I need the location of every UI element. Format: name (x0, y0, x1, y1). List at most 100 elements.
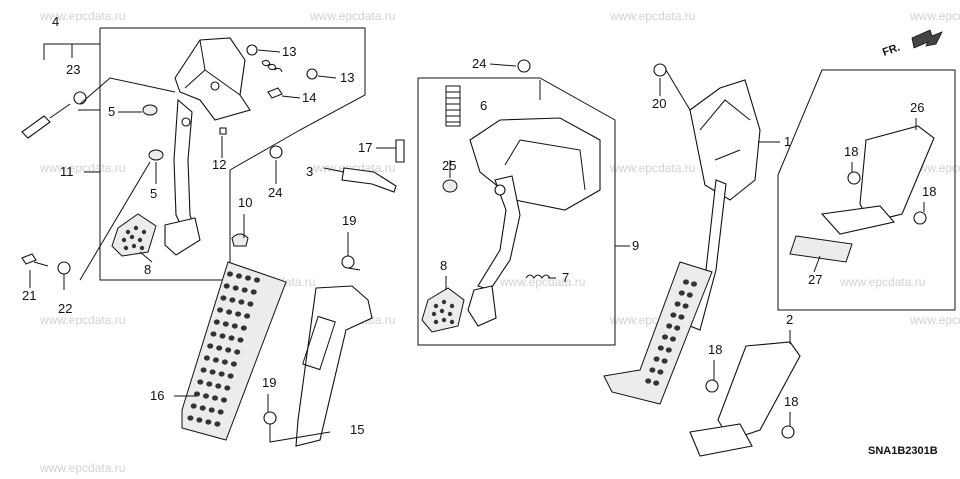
pad-dot (228, 335, 235, 341)
callout-11: 11 (60, 164, 74, 179)
pad-dot (199, 405, 206, 411)
pad-dot (645, 378, 652, 384)
pad-dot (214, 421, 221, 427)
brake-group-outline (99, 27, 366, 281)
callout-5: 5 (108, 104, 115, 119)
brake-pedal-pad (111, 213, 157, 257)
pad-dot (231, 323, 238, 329)
pad-dot (244, 313, 251, 319)
callout-21: 21 (22, 288, 36, 303)
accelerator-pad-large (181, 261, 287, 441)
callout-5: 5 (150, 186, 157, 201)
callout-8: 8 (144, 262, 151, 277)
bracket-26 (859, 125, 935, 223)
callout-23: 23 (66, 62, 80, 77)
callout-17: 17 (358, 140, 372, 155)
nut-icon (246, 44, 258, 56)
watermark-text: www.epcdata.ru (839, 275, 925, 289)
callout-22: 22 (58, 301, 72, 316)
pin-icon (219, 127, 227, 135)
pad-dot (212, 395, 218, 401)
callout-18: 18 (844, 144, 858, 159)
nut-icon (57, 261, 71, 275)
brake-pedal-assembly (21, 37, 318, 290)
callout-1: 1 (784, 134, 791, 149)
callout-14: 14 (302, 90, 316, 105)
pad-dot (245, 275, 251, 281)
watermark-text: www.epcdata.ru (909, 313, 960, 327)
callout-labels: 4 23 5 5 11 8 21 22 13 13 14 12 24 10 16… (22, 14, 936, 437)
callout-19: 19 (342, 213, 356, 228)
callout-24: 24 (472, 56, 486, 71)
pad-dot (661, 358, 668, 364)
pad-dot (224, 385, 231, 391)
nut-icon (781, 425, 795, 439)
pad-dot (217, 409, 224, 415)
pad-dot (203, 393, 209, 399)
pad-dot (221, 397, 227, 403)
callout-13: 13 (282, 44, 296, 59)
clutch-group-outline (417, 77, 616, 346)
pad-dot (197, 379, 204, 385)
callout-6: 6 (480, 98, 487, 113)
pad-dot (236, 273, 242, 279)
pad-dot (238, 299, 245, 305)
pad-dot-pattern (645, 279, 697, 386)
assist-spring (446, 91, 460, 123)
pad-dot (203, 355, 210, 361)
pad-dot (674, 301, 681, 307)
pad-dot (247, 301, 254, 307)
pad-dot (678, 290, 685, 296)
callout-7: 7 (562, 270, 569, 285)
stopper-icon (142, 104, 158, 116)
clutch-bracket (469, 117, 601, 211)
pad-dot (194, 391, 200, 397)
pad-dot (683, 279, 689, 285)
pad-dot (674, 325, 681, 331)
pad-dot (210, 331, 217, 337)
pad-dot (207, 343, 214, 349)
front-label: FR. (881, 41, 902, 58)
stopper-icon (148, 149, 164, 161)
pad-dot (227, 373, 234, 379)
pad-dot (209, 369, 216, 375)
watermark-text: www.epcdata.ru (909, 9, 960, 23)
callout-18: 18 (922, 184, 936, 199)
watermark-text: www.epcdata.ru (39, 461, 125, 475)
nut-icon (263, 411, 277, 425)
callout-15: 15 (350, 422, 364, 437)
clutch-pedal-foot (467, 285, 497, 327)
pad-dot (682, 303, 689, 309)
pad-dot (216, 345, 223, 351)
pad-dot (205, 419, 212, 425)
pad-dot (670, 312, 677, 318)
pad-dot (219, 333, 226, 339)
accelerator-pad (603, 261, 713, 405)
group-outlines (99, 27, 956, 346)
callout-2: 2 (786, 312, 793, 327)
callout-8: 8 (440, 258, 447, 273)
pad-dot (227, 271, 233, 277)
nut-icon (517, 59, 531, 73)
callout-18: 18 (784, 394, 798, 409)
pad-dot (196, 417, 203, 423)
pad-dot (225, 347, 232, 353)
bracket-15 (263, 255, 373, 447)
clip-icon (267, 87, 283, 99)
pad-dot (212, 357, 219, 363)
pad-dot (230, 361, 237, 367)
callout-16: 16 (150, 388, 164, 403)
bracket-foot (689, 423, 753, 457)
pad-dot (187, 415, 194, 421)
accelerator-pedal-assembly (603, 63, 761, 405)
pad-27 (789, 235, 853, 263)
callout-26: 26 (910, 100, 924, 115)
watermark-text: www.epcdata.ru (39, 9, 125, 23)
bracket-group-outline (777, 69, 956, 311)
pad-dot (662, 334, 668, 340)
nut-icon (341, 255, 355, 269)
front-arrow-icon (911, 29, 943, 49)
bracket-26-27 (789, 125, 935, 263)
bracket-plate (820, 205, 896, 235)
pad-dot (691, 281, 697, 287)
